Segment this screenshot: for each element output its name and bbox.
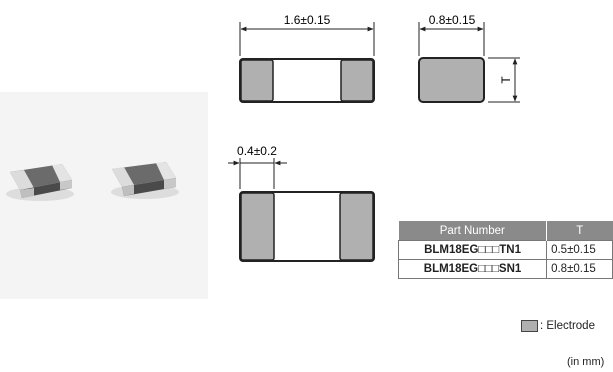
thickness-label: T [499,76,513,84]
end-view: 0.8±0.15 T [418,13,520,103]
table-row: BLM18EG□□□SN1 0.8±0.15 [397,259,613,279]
length-label: 1.6±0.15 [284,13,331,27]
header-t: T [546,221,613,241]
cell-t: 0.8±0.15 [546,259,613,279]
electrode-right-bottom [339,192,374,261]
chip-photo-illustration [6,162,179,201]
legend-label: : Electrode [540,320,595,332]
width-label: 0.8±0.15 [429,13,476,27]
chip-photo-1 [6,164,74,201]
product-photo [0,92,208,299]
electrode-right-top [340,59,374,102]
cell-part-number: BLM18EG□□□TN1 [397,240,548,260]
electrode-length-label: 0.4±0.2 [237,144,277,158]
electrode-swatch [521,320,538,332]
electrode-left-top [240,59,274,102]
table-row: BLM18EG□□□TN1 0.5±0.15 [397,240,613,260]
chip-photo-2 [111,162,179,199]
top-view: 1.6±0.15 [239,13,375,103]
cell-t: 0.5±0.15 [546,240,613,260]
bottom-view: 0.4±0.2 [228,144,375,262]
table-header-row: Part Number T [398,221,613,241]
electrode-legend: : Electrode [521,320,595,332]
units-note: (in mm) [567,356,605,368]
electrode-left-bottom [240,192,275,261]
header-part-number: Part Number [398,221,547,241]
chip-end-face [418,57,485,103]
cell-part-number: BLM18EG□□□SN1 [397,259,548,279]
part-number-table: Part Number T BLM18EG□□□TN1 0.5±0.15 BLM… [397,221,613,279]
